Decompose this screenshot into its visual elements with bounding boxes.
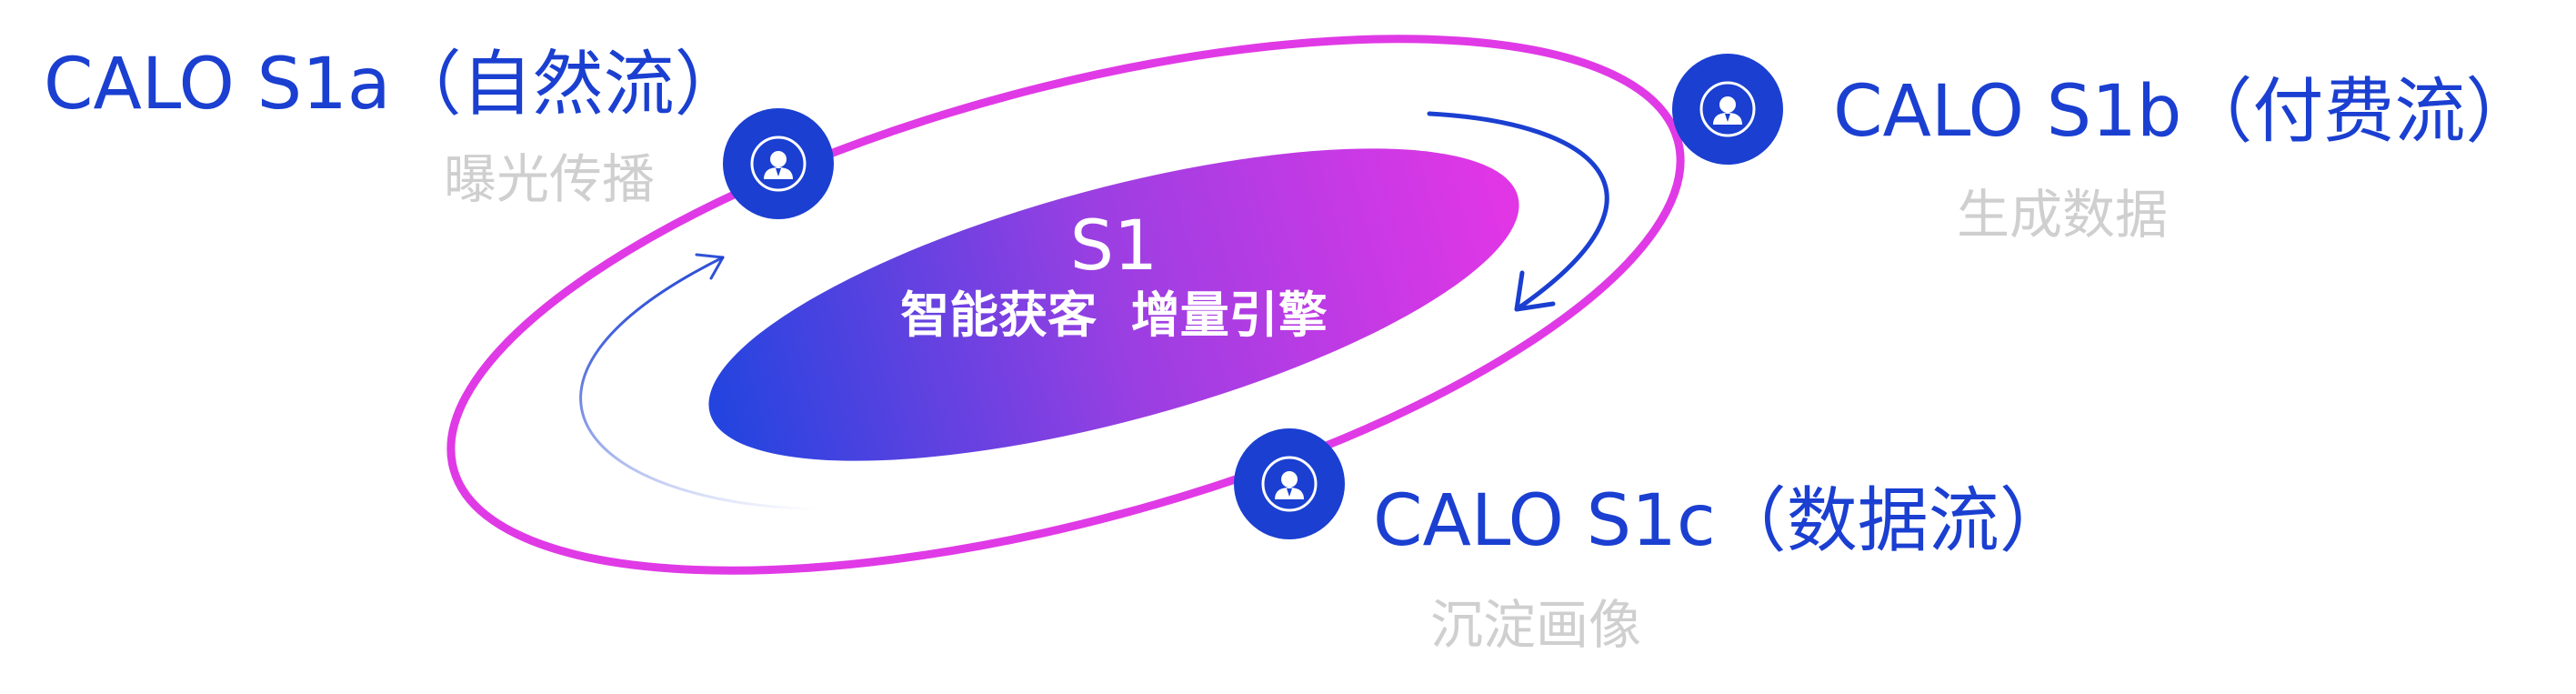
flow-arrow-left — [579, 256, 825, 511]
flow-arrow-right — [1427, 111, 1609, 312]
orbit-ring — [446, 35, 1685, 575]
user-avatar-icon — [1261, 456, 1318, 512]
node-s1a-subtitle: 曝光传播 — [444, 148, 655, 210]
core-ellipse — [708, 148, 1519, 461]
node-s1c-subtitle: 沉淀画像 — [1430, 594, 1641, 656]
core-subtitle: 智能获客 增量引擎 — [900, 287, 1328, 344]
user-avatar-icon — [1699, 81, 1756, 137]
flow-arrow-left-head — [695, 253, 725, 280]
node-s1c-title: CALO S1c（数据流） — [1373, 480, 2070, 562]
node-s1b-title: CALO S1b（付费流） — [1833, 71, 2536, 153]
node-s1a: CALO S1a（自然流） 曝光传播 — [44, 44, 834, 219]
node-s1b-subtitle: 生成数据 — [1957, 184, 2168, 246]
core-title: S1 — [1070, 205, 1158, 286]
node-s1a-title: CALO S1a（自然流） — [44, 44, 746, 126]
user-avatar-icon — [750, 136, 807, 192]
node-s1c: CALO S1c（数据流） 沉淀画像 — [1234, 428, 2070, 656]
node-s1b: CALO S1b（付费流） 生成数据 — [1672, 54, 2536, 246]
flow-arrow-right-head — [1514, 270, 1556, 312]
